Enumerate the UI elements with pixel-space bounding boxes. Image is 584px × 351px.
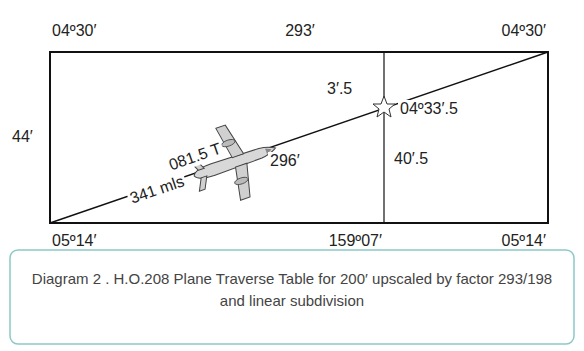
dimension-label: 04º33′.5 — [398, 100, 460, 118]
dimension-label: 04º30′ — [500, 22, 548, 40]
dimension-label: 05º14′ — [500, 232, 548, 250]
track-line — [50, 52, 548, 223]
dimension-label: 293′ — [283, 22, 317, 40]
dimension-label: 341 mls — [126, 172, 188, 208]
dimension-label: 3′.5 — [325, 80, 354, 98]
subdivision-line — [383, 52, 384, 223]
dimension-label: 44′ — [10, 128, 35, 146]
caption: Diagram 2 . H.O.208 Plane Traverse Table… — [30, 268, 554, 312]
dimension-label: 40′.5 — [392, 150, 430, 168]
dimension-label: 05º14′ — [50, 232, 98, 250]
position-star — [373, 96, 395, 117]
dimension-label: 159º07′ — [327, 232, 384, 250]
caption-frame — [10, 250, 574, 344]
dimension-label: 296′ — [268, 152, 302, 170]
traverse-rectangle — [50, 52, 548, 223]
dimension-label: 04º30′ — [50, 22, 98, 40]
